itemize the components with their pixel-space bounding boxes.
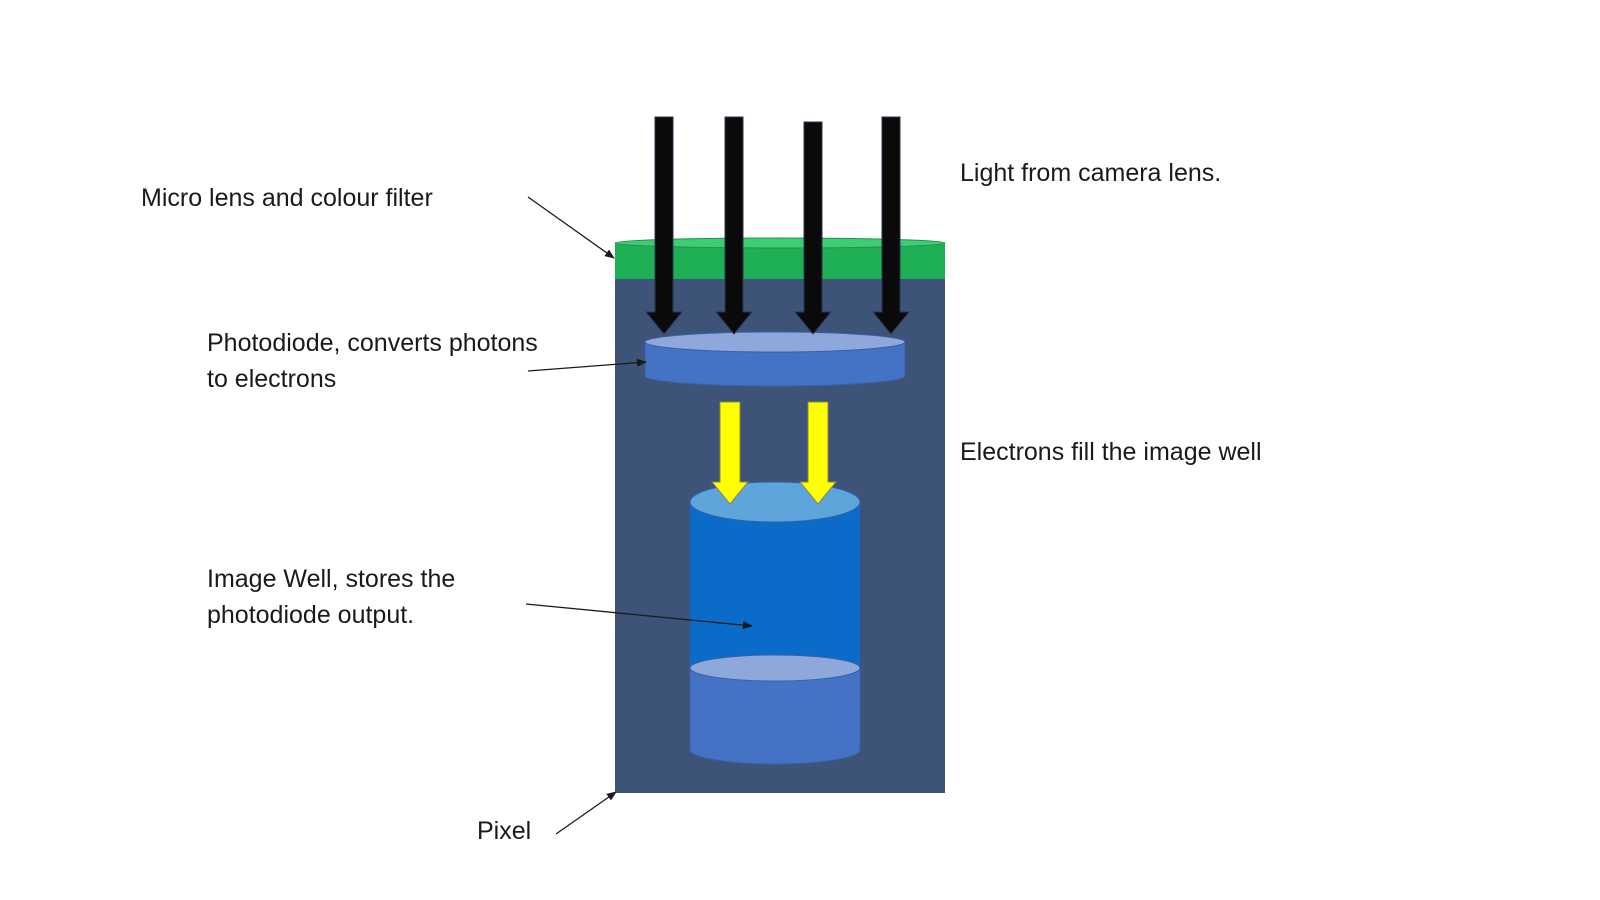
light-arrow (871, 116, 911, 335)
image-well-label-line1: Image Well, stores the (207, 565, 456, 593)
electrons-label: Electrons fill the image well (960, 438, 1262, 466)
pixel-label: Pixel (477, 817, 532, 845)
electron-arrows (710, 401, 838, 505)
light-arrow (714, 116, 754, 335)
electron-arrow (710, 401, 750, 505)
leader-line-photodiode (527, 358, 647, 372)
light-arrows (644, 116, 911, 335)
light-arrow (793, 121, 833, 335)
photodiode-label-line1: Photodiode, converts photons (207, 329, 538, 357)
leader-line-image-well (525, 603, 753, 630)
leader-line-pixel (555, 791, 617, 835)
micro-lens-label: Micro lens and colour filter (141, 184, 433, 212)
light-arrow (644, 116, 684, 335)
image-well-top (689, 481, 861, 523)
light-label: Light from camera lens. (960, 159, 1222, 187)
image-well-fill-level (689, 654, 861, 682)
photodiode (644, 331, 906, 387)
image-well (689, 481, 861, 765)
image-well-label-line2: photodiode output. (207, 601, 415, 629)
leader-line-micro-lens (527, 196, 615, 259)
photodiode-label-line2: to electrons (207, 365, 337, 393)
electron-arrow (798, 401, 838, 505)
